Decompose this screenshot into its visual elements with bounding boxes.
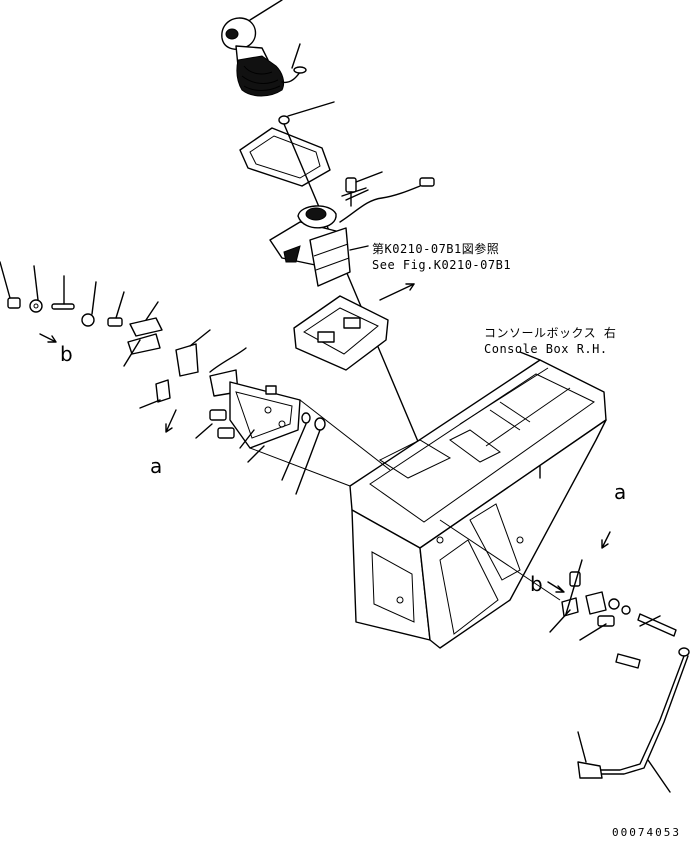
- leader-ref: [349, 245, 369, 251]
- linkage-parts-left: [0, 261, 391, 495]
- view-marker-a-right: a: [614, 480, 627, 504]
- reference-callout-ja: 第K0210-07B1図参照: [372, 242, 500, 256]
- reference-callout-en: See Fig.K0210-07B1: [372, 258, 512, 272]
- ppc-controller: [269, 177, 435, 287]
- mounting-bracket: [293, 283, 415, 371]
- joystick-lever: [221, 0, 307, 97]
- console-box: [349, 359, 607, 649]
- console-box-label-en: Console Box R.H.: [484, 342, 608, 356]
- linkage-parts-right: [439, 519, 690, 793]
- cover-plate: [239, 101, 431, 471]
- view-marker-b-right: b: [530, 572, 543, 596]
- view-marker-b-left: b: [60, 342, 73, 366]
- leader-console: [519, 351, 541, 361]
- bolt-set: [341, 171, 383, 207]
- view-marker-a-left: a: [150, 454, 163, 478]
- console-box-label-ja: コンソールボックス 右: [484, 326, 617, 340]
- figure-code: 00074053: [612, 826, 681, 839]
